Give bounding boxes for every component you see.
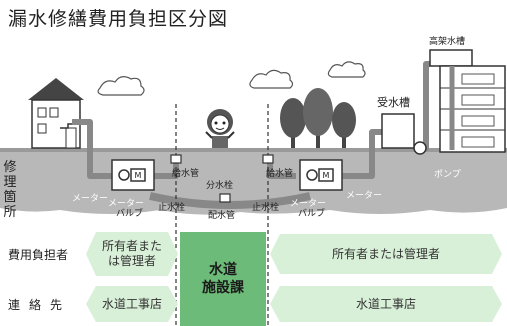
tree-icon — [280, 88, 356, 148]
meter-valve-left-label-1: メーター — [108, 198, 144, 209]
meter-valve-right-label-1: メーター — [290, 198, 326, 209]
meter-box-right — [299, 159, 343, 191]
meter-left-label: メーター — [72, 193, 108, 204]
supply-pipe-right-label: 給水管 — [266, 167, 293, 179]
cloud-icon — [97, 61, 366, 96]
boundary-lines — [175, 104, 269, 326]
pump-label: ポンプ — [434, 169, 461, 180]
receiving-tank-icon — [381, 113, 415, 149]
valve-icons — [170, 154, 274, 203]
receiving-tank-label: 受水槽 — [377, 96, 410, 109]
contact-left-box: 水道工事店 — [86, 286, 178, 322]
stop-valve-right-label: 止水栓 — [252, 201, 279, 213]
pipes — [72, 61, 430, 179]
contact-right-box: 水道工事店 — [270, 286, 502, 322]
cost-bearer-row-label: 費用負担者 — [8, 248, 69, 262]
water-facilities-division-box: 水道 施設課 — [180, 232, 266, 326]
meter-valve-right-label-2: バルブ — [298, 207, 325, 219]
cost-bearer-left-box: 所有者または管理者 — [86, 232, 178, 276]
elevated-tank-label: 高架水槽 — [429, 35, 465, 47]
meter-box-left-label: M — [135, 171, 142, 180]
meter-valve-left-label-2: バルブ — [116, 207, 143, 219]
meter-right-label: メーター — [346, 190, 382, 201]
cost-bearer-right-box: 所有者または管理者 — [270, 234, 502, 274]
distribution-pipe-label: 配水管 — [208, 209, 235, 221]
mascot-icon — [205, 109, 235, 148]
pump-icon — [413, 141, 427, 155]
building-icon — [429, 49, 506, 153]
meter-box-right-label: M — [323, 171, 330, 180]
house-icon — [28, 78, 84, 149]
page-title: 漏水修繕費用負担区分図 — [8, 8, 229, 30]
supply-pipe-left-label: 給水管 — [172, 167, 199, 179]
repair-location-label: 修 理 箇 所 — [3, 160, 17, 220]
meter-box-left — [111, 159, 155, 191]
branch-cock-label: 分水栓 — [206, 179, 233, 191]
stop-valve-left-label: 止水栓 — [158, 201, 185, 213]
contact-row-label: 連絡先 — [8, 298, 72, 312]
